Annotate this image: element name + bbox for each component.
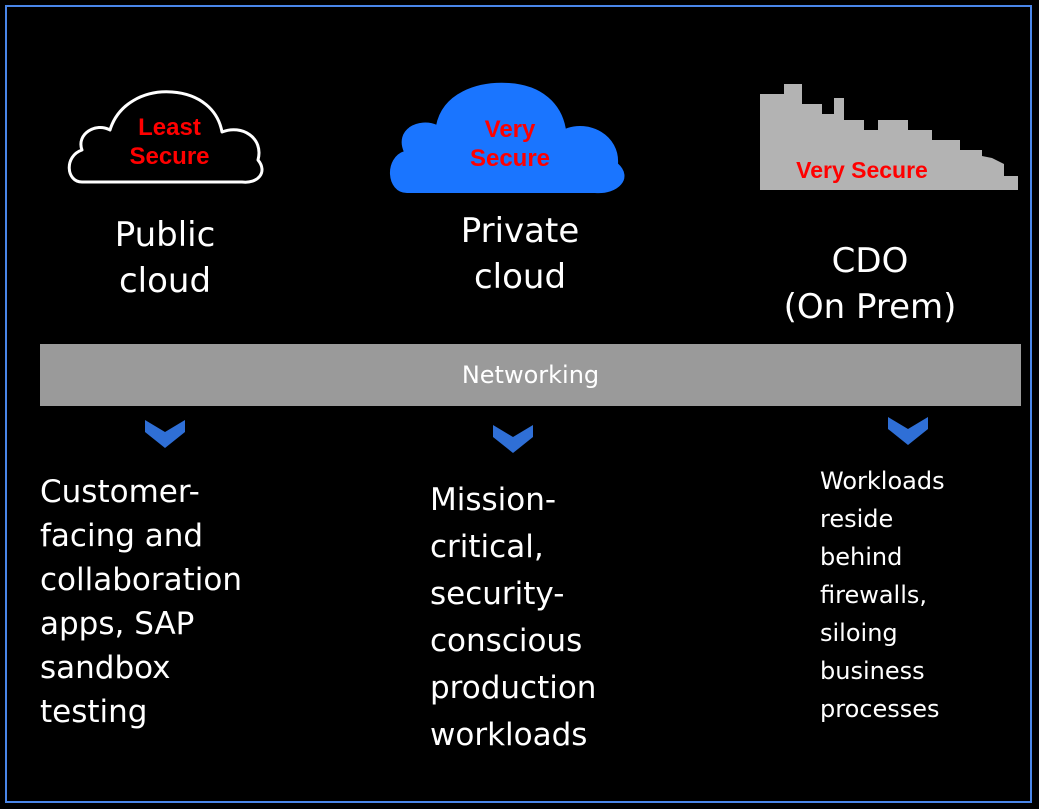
badge-line-2: Secure <box>469 144 551 172</box>
label-line-1: CDO <box>831 241 909 281</box>
column-label-on-prem: CDO (On Prem) <box>760 238 980 330</box>
building-icon <box>760 84 1018 190</box>
description-private-cloud: Mission- critical, security- conscious p… <box>430 482 597 753</box>
label-line-2: cloud <box>118 261 212 301</box>
description-public-cloud: Customer- facing and collaboration apps,… <box>40 474 242 730</box>
label-line-1: Public <box>114 215 216 255</box>
column-label-public-cloud: Public cloud <box>80 212 250 304</box>
badge-line-2: Secure <box>129 142 210 170</box>
badge-line-1: Very <box>484 116 536 143</box>
security-badge-on-prem: Very Secure <box>796 157 928 183</box>
security-badge-public: Least Secure <box>102 114 237 172</box>
label-line-1: Private <box>460 211 580 251</box>
badge-line-1: Least <box>138 114 201 141</box>
networking-bar: Networking <box>40 344 1021 406</box>
cloud-outline-icon <box>67 90 264 184</box>
label-line-2: (On Prem) <box>783 287 957 327</box>
label-line-2: cloud <box>473 257 567 297</box>
chevron-down-icon <box>888 417 928 445</box>
description-on-prem: Workloads reside behind firewalls, siloi… <box>820 467 945 723</box>
chevron-down-icon <box>493 425 533 453</box>
security-badge-private: Very Secure <box>440 116 580 174</box>
chevron-down-icon <box>145 420 185 448</box>
column-label-private-cloud: Private cloud <box>425 208 615 300</box>
networking-label: Networking <box>461 361 600 389</box>
cloud-filled-icon <box>390 82 625 194</box>
